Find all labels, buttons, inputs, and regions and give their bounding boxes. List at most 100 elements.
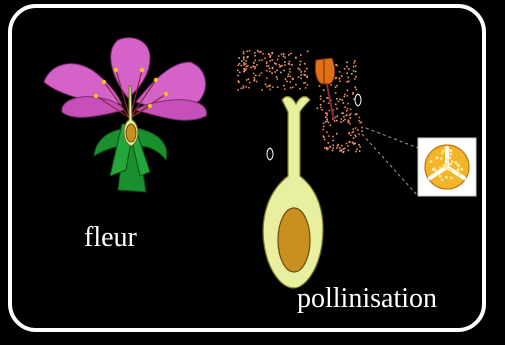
pollen-speck [262,53,264,55]
pollen-speck [304,71,306,73]
pollen-speck [278,55,280,57]
pollen-speck [348,81,350,83]
pollen-speck [341,145,343,147]
pollen-speck [253,62,255,64]
pollen-speck [347,90,349,92]
pollen-speck [355,127,357,129]
pollen-speck [275,63,277,65]
pollen-speck [299,88,301,90]
zoom-leader-lines [362,128,418,196]
pollen-speck [243,58,245,60]
pollen-speck [284,88,286,90]
pollen-speck [346,110,348,112]
pollen-grain-dot [449,163,452,166]
flower-label: fleur [84,222,137,254]
pollen-speck [284,57,286,59]
pollen-speck [356,113,358,115]
pollen-speck [239,72,241,74]
pollen-speck [247,65,249,67]
pollen-speck [241,88,243,90]
pollen-speck [341,75,343,77]
pollen-speck [348,103,350,105]
pollen-speck [243,53,245,55]
pollen-speck [327,148,329,150]
pollen-speck [241,60,243,62]
pollen-speck [341,118,343,120]
pollen-grain-icon [418,138,476,196]
pollen-speck [299,69,301,71]
pollen-speck [260,51,262,53]
pollen-speck [353,131,355,133]
pollen-speck [259,60,261,62]
pollen-speck [337,115,339,117]
pollen-speck [332,140,334,142]
pollen-speck [319,85,321,87]
pollen-speck [322,129,324,131]
pollen-speck [237,75,239,77]
pollen-speck [355,136,357,138]
pollen-speck [350,134,352,136]
pollen-speck [253,73,255,75]
pollen-grain-dot [444,148,447,151]
pollen-speck [291,64,293,66]
pollen-speck [336,77,338,79]
pollen-speck [352,93,354,95]
pollen-speck [336,133,338,135]
pollen-speck [328,142,330,144]
pollen-speck [300,54,302,56]
pollen-speck [254,79,256,81]
pollen-grain-dot [457,165,460,168]
pollen-speck [326,120,328,122]
pollen-speck [353,137,355,139]
pollen-speck [353,143,355,145]
pollen-speck [306,76,308,78]
pollen-speck [344,94,346,96]
pollen-speck [280,72,282,74]
pollen-speck [303,82,305,84]
pollen-speck [243,64,245,66]
pollen-speck [244,70,246,72]
pollen-speck [353,66,355,68]
pollen-speck [328,122,330,124]
pollen-speck [320,95,322,97]
pollen-speck [276,76,278,78]
pollen-speck [288,63,290,65]
pollen-speck [332,136,334,138]
pollen-speck [261,89,263,91]
pollen-speck [295,57,297,59]
pollen-speck [276,70,278,72]
pollen-speck [271,59,273,61]
pollen-speck [255,66,257,68]
pollen-speck [299,64,301,66]
pollen-speck [344,119,346,121]
pollen-speck [269,56,271,58]
pollen-speck [249,50,251,52]
pollen-speck [307,84,309,86]
pollen-speck [274,71,276,73]
pollen-grain-dot [460,168,463,171]
pollen-speck [337,144,339,146]
pollen-speck [346,143,348,145]
pollen-speck [288,74,290,76]
pollen-speck [358,134,360,136]
pollen-speck [269,85,271,87]
pollen-speck [290,87,292,89]
pollen-speck [300,71,302,73]
pollen-speck [356,148,358,150]
pollen-speck [348,150,350,152]
pollen-speck [354,87,356,89]
pollen-speck [243,68,245,70]
pollen-speck [343,120,345,122]
pollen-speck [268,65,270,67]
pollen-speck [343,102,345,104]
pollen-speck [339,99,341,101]
pollen-speck [349,114,351,116]
pollen-speck [347,145,349,147]
pollen-speck [264,57,266,59]
pollen-grain-dot [446,168,449,171]
pollen-speck [254,60,256,62]
pollen-speck [336,120,338,122]
pollen-speck [239,63,241,65]
pollen-speck [323,100,325,102]
pollen-speck [298,68,300,70]
